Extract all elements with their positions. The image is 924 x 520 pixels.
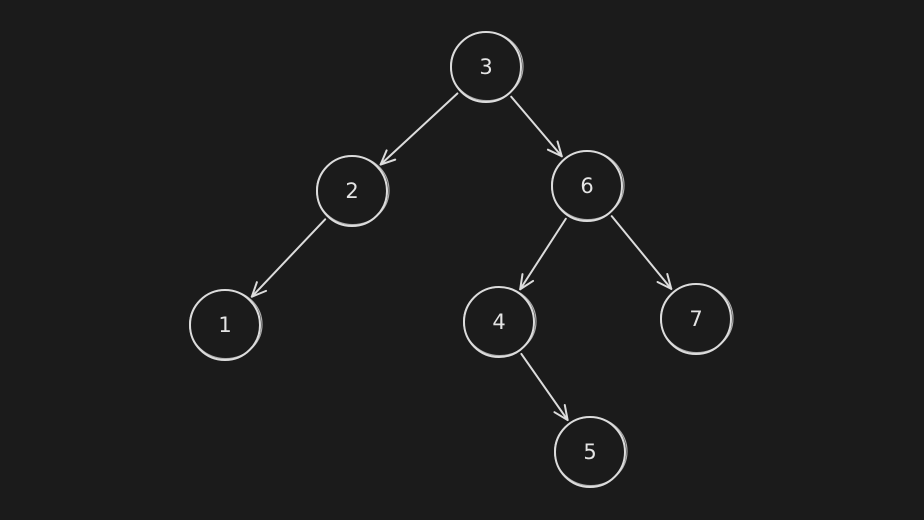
node-label: 1 — [218, 313, 231, 337]
node-circle-sketch — [189, 289, 263, 360]
edge-n6-n7 — [610, 215, 673, 290]
node-circle-sketch — [462, 286, 537, 357]
edge-line — [250, 218, 327, 298]
node-circle-sketch — [659, 283, 734, 354]
edge-n3-n2 — [379, 92, 459, 166]
tree-node-5: 5 — [553, 416, 628, 488]
tree-node-2: 2 — [315, 155, 390, 227]
node-label: 5 — [583, 440, 596, 464]
edge-line — [519, 217, 567, 291]
edge-n6-n4 — [519, 217, 567, 291]
tree-node-7: 7 — [659, 283, 734, 355]
tree-node-1: 1 — [189, 289, 263, 361]
edge-n2-n1 — [250, 218, 327, 298]
arrowhead — [379, 149, 397, 166]
edge-line — [610, 215, 673, 290]
node-label: 6 — [580, 174, 593, 198]
edge-line — [379, 92, 459, 166]
edges-layer — [250, 92, 673, 422]
nodes-layer: 3 2 6 1 4 7 5 — [189, 31, 734, 488]
node-label: 4 — [492, 310, 505, 334]
tree-node-4: 4 — [462, 286, 537, 358]
arrowhead — [519, 273, 535, 291]
node-circle-sketch — [449, 31, 524, 102]
arrowhead — [546, 140, 563, 158]
edge-n3-n6 — [510, 95, 563, 158]
node-circle-sketch — [553, 416, 628, 487]
tree-node-3: 3 — [449, 31, 524, 103]
node-circle-sketch — [550, 150, 625, 221]
node-label: 7 — [689, 307, 702, 331]
node-label: 3 — [479, 55, 492, 79]
arrowhead — [553, 403, 569, 422]
tree-node-6: 6 — [550, 150, 625, 222]
arrowhead — [250, 281, 268, 298]
edge-n4-n5 — [520, 352, 569, 422]
edge-line — [520, 352, 569, 422]
arrowhead — [656, 273, 673, 290]
node-circle-sketch — [315, 155, 390, 226]
node-label: 2 — [345, 179, 358, 203]
edge-line — [510, 95, 563, 158]
